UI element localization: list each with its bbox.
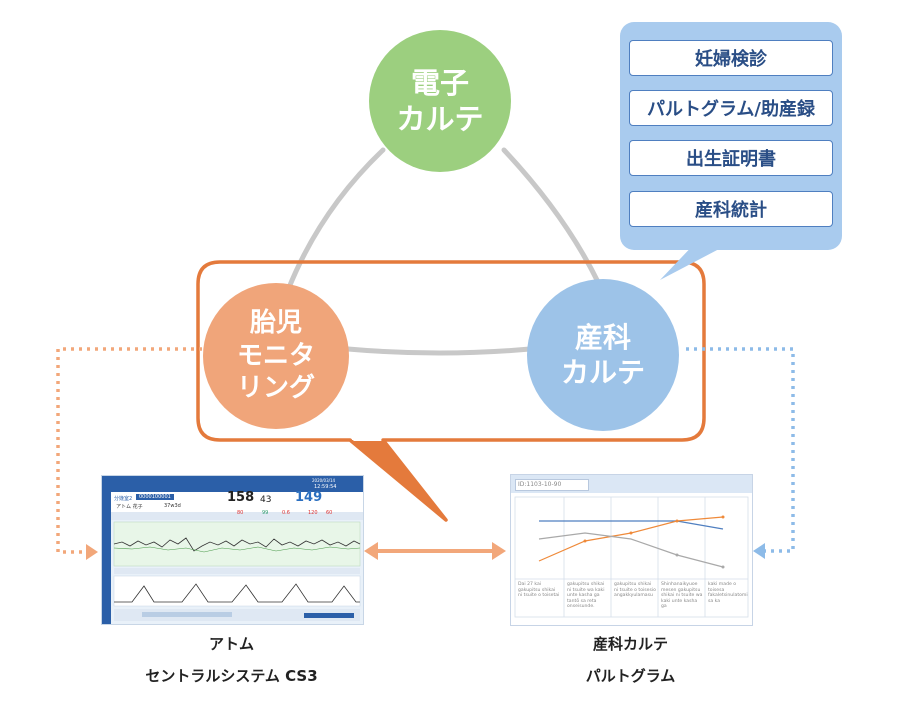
link-taiji-sanka	[345, 346, 533, 356]
caption-partogram-line1: 産科カルテ	[592, 635, 668, 653]
caption-partogram: 産科カルテ パルトグラム	[510, 628, 751, 692]
node-taiji-label: 胎児 モニタ リング	[236, 308, 315, 404]
vital-spo2: 99	[262, 510, 269, 516]
partogram-screenshot: ID:1103-10-90 Dai 27 kai gakupitsu shika…	[510, 474, 753, 626]
orange-frame	[196, 260, 706, 522]
feature-item-partogram: パルトグラム/助産録	[629, 90, 833, 126]
dotted-right	[686, 347, 795, 553]
partogram-note-5: kaki made o toisesa fakaletsinulatomi sa…	[708, 582, 748, 604]
partogram-chart	[514, 496, 749, 618]
frame-tail	[350, 441, 446, 520]
feature-item-birth-certificate: 出生証明書	[629, 140, 833, 176]
link-denshi-sanka	[501, 147, 601, 285]
screen-date: 2020/03/14	[312, 478, 336, 483]
feature-item-statistics: 産科統計	[629, 191, 833, 227]
partogram-note-2: gakupitsu shikai ni tsuite wa kaki unte …	[567, 582, 605, 610]
caption-central-line2: セントラルシステム CS3	[145, 667, 318, 685]
gestational-weeks: 37w3d	[164, 503, 181, 509]
dotted-left	[56, 347, 202, 554]
screen-time: 12:59:54	[314, 484, 337, 490]
dotted-right-arrowhead	[753, 543, 765, 559]
feature-callout: 妊婦検診 パルトグラム/助産録 出生証明書 産科統計	[620, 22, 842, 250]
central-system-screenshot: 分娩室2 0000100001 アトム 花子 37w3d 158 43 149 …	[101, 475, 364, 625]
central-system-artwork	[102, 476, 363, 624]
node-sanka-karte: 産科 カルテ	[527, 279, 679, 431]
dotted-left-arrowhead	[86, 544, 98, 560]
vital-fhr: 158	[227, 490, 255, 505]
vital-maternal-hr: 80	[237, 510, 244, 516]
node-denshi-label: 電子 カルテ	[396, 65, 484, 136]
caption-central-system: アトム セントラルシステム CS3	[101, 628, 362, 692]
vital-bp-dia: 60	[326, 510, 333, 516]
caption-partogram-line2: パルトグラム	[585, 667, 676, 685]
sync-arrow-right	[492, 542, 506, 560]
patient-id: 0000100001	[136, 494, 174, 500]
node-sanka-label: 産科 カルテ	[560, 321, 645, 389]
partogram-id-field: ID:1103-10-90	[515, 479, 589, 491]
vital-toco: 43	[260, 495, 272, 505]
vital-bp-sys: 120	[308, 510, 318, 516]
feature-item-ninpu: 妊婦検診	[629, 40, 833, 76]
node-denshi-karte: 電子 カルテ	[369, 30, 511, 172]
caption-central-line1: アトム	[208, 635, 254, 653]
vital-fhr2: 149	[295, 490, 323, 505]
partogram-note-4: Shinhanaikyuoe mesen gakupitsu shikai ni…	[661, 582, 703, 610]
node-fetal-monitoring: 胎児 モニタ リング	[203, 283, 349, 429]
partogram-note-1: Dai 27 kai gakupitsu shikai ni tsuite o …	[518, 582, 560, 599]
patient-room-label: 分娩室2	[114, 496, 133, 502]
partogram-note-3: gakupitsu shikai ni tsuite o toisesio an…	[614, 582, 656, 599]
link-denshi-taiji	[285, 147, 386, 293]
vital-temp: 0.6	[282, 510, 290, 516]
patient-name: アトム 花子	[116, 504, 143, 510]
sync-arrow-left	[364, 542, 378, 560]
